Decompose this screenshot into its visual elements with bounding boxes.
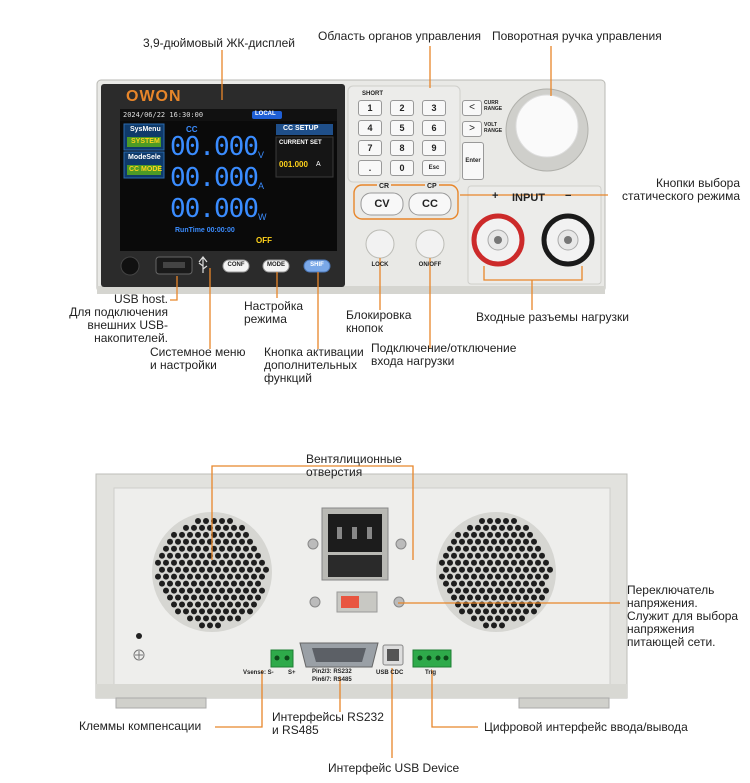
conf-button-label: CONF <box>227 262 245 268</box>
current-unit: A <box>258 181 265 191</box>
callout-vents: Вентялиционные отверстия <box>306 452 402 479</box>
key-1[interactable]: 1 <box>358 100 382 116</box>
key-3[interactable]: 3 <box>422 100 446 116</box>
lock-label: LOCK <box>371 262 389 268</box>
screen-datetime: 2024/06/22 16:30:00 <box>123 111 204 119</box>
cc-button[interactable] <box>408 192 452 216</box>
digital-io-terminal[interactable] <box>412 649 452 668</box>
power-unit: W <box>258 212 267 222</box>
rs232-label-1: Pin2/3: RS232 <box>312 669 352 675</box>
cv-button[interactable] <box>360 192 404 216</box>
key-dot[interactable]: . <box>358 160 382 176</box>
input-minus: − <box>565 190 572 202</box>
callout-voltage-switch: Переключатель напряжения. Служит для выб… <box>627 583 739 649</box>
runtime: RunTime 00:00:00 <box>175 227 235 234</box>
current-set-label: CURRENT SET <box>279 140 322 146</box>
vsense-label: Vsense: S- <box>243 670 274 676</box>
callout-load-onoff: Подключение/отключение входа нагрузки <box>371 341 517 368</box>
local-badge: LOCAL <box>255 111 276 117</box>
cc-button-label: CC <box>422 198 438 210</box>
callout-lcd: 3,9-дюймовый ЖК-дисплей <box>143 36 295 50</box>
current-set-value: 001.000 <box>279 160 308 169</box>
key-6[interactable]: 6 <box>422 120 446 136</box>
callout-system-menu: Системное меню и настройки <box>150 345 246 372</box>
brand-logo: OWON <box>126 88 182 105</box>
voltage-unit: V <box>258 150 265 160</box>
splus-label: S+ <box>288 670 296 676</box>
key-esc[interactable]: Esc <box>422 160 446 176</box>
key-2[interactable]: 2 <box>390 100 414 116</box>
rear-leader-lines <box>211 465 620 758</box>
curr-range-label: CURR RANGE <box>484 100 503 112</box>
mode-button-label: MODE <box>267 262 285 268</box>
key-9[interactable]: 9 <box>422 140 446 156</box>
key-5[interactable]: 5 <box>390 120 414 136</box>
sysmenu-system-button[interactable]: SYSTEM <box>131 138 160 145</box>
modesel-title: ModeSele <box>128 154 161 161</box>
key-8[interactable]: 8 <box>390 140 414 156</box>
current-set-unit: A <box>316 161 321 168</box>
trig-label: Trig <box>425 670 437 676</box>
sense-terminal[interactable] <box>270 649 294 668</box>
callout-digital-io: Цифровой интерфейс ввода/вывода <box>484 720 688 734</box>
mode-indicator: CC <box>186 125 198 134</box>
callout-sense-terminals: Клеммы компенсации <box>79 719 202 733</box>
shif-button-label: SHIF <box>310 262 324 268</box>
callout-rs232-rs485: Интерфейсы RS232 и RS485 <box>272 710 384 737</box>
callout-input-terminals: Входные разъемы нагрузки <box>476 310 629 324</box>
callout-control-area: Область органов управления <box>318 29 482 43</box>
output-state: OFF <box>256 236 272 245</box>
key-7[interactable]: 7 <box>358 140 382 156</box>
current-readout: 00.000 <box>170 163 259 193</box>
onoff-label: ON/OFF <box>418 262 442 268</box>
callout-rotary-knob: Поворотная ручка управления <box>492 29 662 43</box>
modesel-button[interactable]: CC MODE <box>129 166 163 173</box>
power-readout: 00.000 <box>170 194 259 224</box>
enter-key[interactable]: Enter <box>462 142 484 180</box>
short-label: SHORT <box>362 91 383 97</box>
callout-usb-device: Интерфейс USB Device <box>328 761 460 775</box>
cp-label: CP <box>425 183 439 190</box>
callout-static-mode-buttons: Кнопки выбора статического режима <box>622 176 740 203</box>
key-0[interactable]: 0 <box>390 160 414 176</box>
mode-button[interactable] <box>262 259 290 273</box>
cv-button-label: CV <box>374 198 390 210</box>
input-plus: + <box>492 190 499 202</box>
right-arrow-key[interactable]: > <box>462 121 482 137</box>
volt-range-label: VOLT RANGE <box>484 122 503 134</box>
rs232-label-2: Pin6/7: RS485 <box>312 677 352 683</box>
rotary-knob[interactable] <box>515 94 579 158</box>
callout-key-lock: Блокировка кнопок <box>346 308 412 335</box>
cr-label: CR <box>377 183 392 190</box>
voltage-readout: 00.000 <box>170 132 259 162</box>
usb-cdc-label: USB CDC <box>376 670 404 676</box>
callout-usb-host: USB host. Для подключения внешних USB-на… <box>69 292 168 345</box>
cc-setup-title: CC SETUP <box>283 125 319 132</box>
sysmenu-title: SysMenu <box>130 126 161 133</box>
key-4[interactable]: 4 <box>358 120 382 136</box>
callout-shift-button: Кнопка активации дополнительных функций <box>264 345 364 385</box>
callout-mode-setting: Настройка режима <box>244 299 304 326</box>
input-label: INPUT <box>512 192 545 204</box>
onoff-button[interactable] <box>415 229 445 259</box>
front-leader-lines <box>170 46 608 349</box>
left-arrow-key[interactable]: < <box>462 100 482 116</box>
conf-button[interactable] <box>222 259 250 273</box>
lock-button[interactable] <box>365 229 395 259</box>
shif-button[interactable] <box>303 259 331 273</box>
fan-vent-right <box>436 512 556 632</box>
